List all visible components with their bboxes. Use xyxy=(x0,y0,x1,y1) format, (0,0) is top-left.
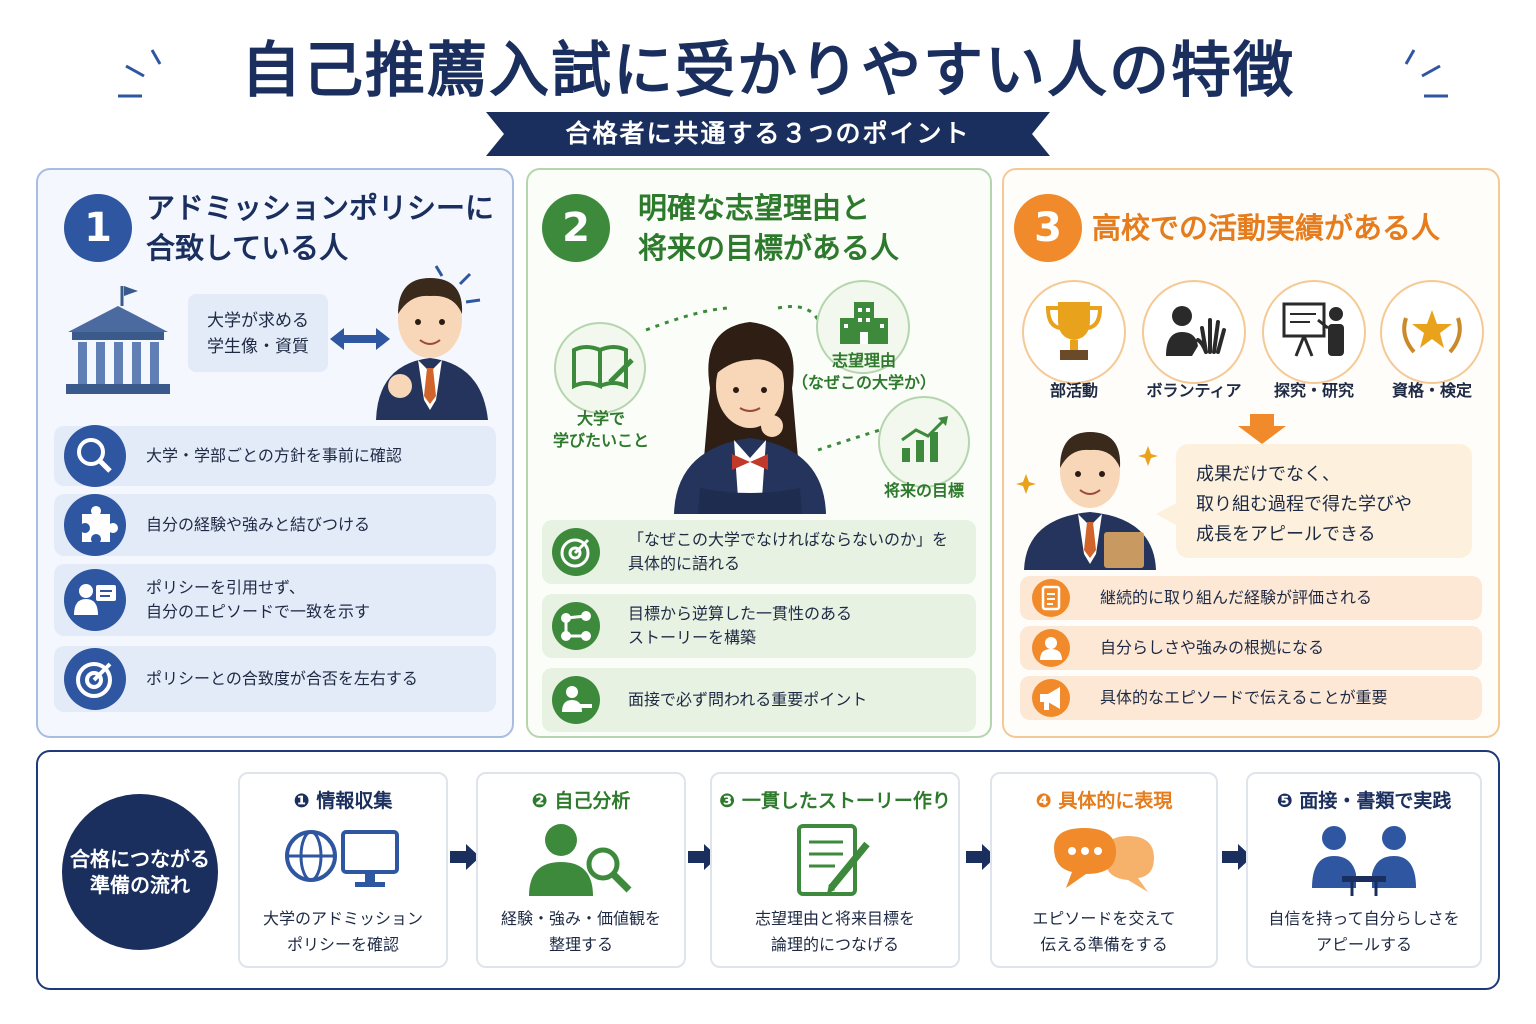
point-heading: アドミッションポリシーに 合致している人 xyxy=(146,191,495,265)
speech-bubbles-icon xyxy=(1054,828,1154,892)
policy-item: 大学・学部ごとの方針を事前に確認 xyxy=(54,425,496,487)
flow-step-express: ❹ 具体的に表現 エピソードを交えて 伝える準備をする xyxy=(990,772,1218,968)
sparkle-left-icon xyxy=(118,49,162,98)
growth-chart-icon xyxy=(901,416,948,462)
activity-label: 部活動 xyxy=(1049,381,1098,400)
policy-item: ポリシーとの合致度が合否を左右する xyxy=(54,646,496,712)
requirement-label: 大学が求める 学生像・資質 xyxy=(207,311,309,357)
person-magnifier-icon xyxy=(529,824,632,896)
point-1-panel: 1 アドミッションポリシーに 合致している人 大学が求める 学生像・資質 xyxy=(36,168,514,738)
point-number: 2 xyxy=(542,194,610,262)
motivation-item: 目標から逆算した一貫性のある ストーリーを構築 xyxy=(542,594,976,658)
requirement-bubble xyxy=(188,294,328,372)
activity-item: 自分らしさや強みの根拠になる xyxy=(1020,626,1482,670)
presentation-icon xyxy=(1282,302,1344,357)
activity-label: 資格・検定 xyxy=(1391,381,1472,400)
flow-step-practice: ❺ 面接・書類で実践 自信を持って自分らしさを アピールする xyxy=(1246,772,1482,968)
future-goal-label: 将来の目標 xyxy=(883,481,964,500)
process-bubble xyxy=(1176,444,1472,558)
book-icon xyxy=(572,345,634,390)
motivation-item: 面接で必ず問われる重要ポイント xyxy=(542,668,976,732)
flow-arrow-icon xyxy=(450,844,480,870)
person-icon xyxy=(1032,629,1070,667)
interview-people-icon xyxy=(1312,826,1416,896)
down-arrow-icon xyxy=(1238,414,1286,444)
male-student-notebook-illustration xyxy=(1016,432,1158,570)
point-2-panel: 2 明確な志望理由と 将来の目標がある人 大学で 学びたいこと 志望理由 （なぜ… xyxy=(526,168,992,738)
university-building-icon xyxy=(66,286,170,394)
megaphone-icon xyxy=(1032,679,1070,717)
preparation-flow: 合格につながる 準備の流れ ❶ 情報収集 大学のアドミッション ポリシーを確認 … xyxy=(36,750,1500,990)
research-circle xyxy=(1262,280,1366,384)
policy-item: ポリシーを引用せず、 自分のエピソードで一致を示す xyxy=(54,564,496,636)
point-number: 1 xyxy=(64,194,132,262)
point-number: 3 xyxy=(1014,194,1082,262)
notebook-pen-icon xyxy=(797,824,870,896)
volunteer-circle xyxy=(1142,280,1246,384)
point-heading: 明確な志望理由と 将来の目標がある人 xyxy=(638,191,900,265)
page-title: 自己推薦入試に受かりやすい人の特徴 xyxy=(241,36,1295,106)
female-student-illustration xyxy=(674,322,826,514)
interview-icon xyxy=(552,676,600,724)
activity-item: 継続的に取り組んだ経験が評価される xyxy=(1020,576,1482,620)
sparkle-right-icon xyxy=(1404,49,1448,98)
flow-step-info: ❶ 情報収集 大学のアドミッション ポリシーを確認 xyxy=(238,772,448,968)
flow-label: 合格につながる 準備の流れ xyxy=(62,794,218,950)
target-icon xyxy=(552,528,600,576)
globe-monitor-icon xyxy=(285,830,399,887)
male-student-illustration xyxy=(376,265,488,420)
point-heading: 高校での活動実績がある人 xyxy=(1092,211,1441,245)
school-icon xyxy=(840,302,888,344)
motivation-item: 「なぜこの大学でなければならないのか」を 具体的に語れる xyxy=(542,520,976,584)
presenter-icon xyxy=(64,569,126,631)
document-icon xyxy=(1032,579,1070,617)
volunteer-icon xyxy=(1166,306,1226,356)
search-icon xyxy=(64,425,126,487)
process-message: 成果だけでなく、 取り組む過程で得た学びや 成長をアピールできる xyxy=(1196,464,1412,545)
bubble-tail xyxy=(1156,502,1178,526)
flow-arrow-icon xyxy=(1222,844,1252,870)
double-arrow-icon xyxy=(330,328,390,350)
puzzle-icon xyxy=(64,494,126,556)
flow-step-story: ❸ 一貫したストーリー作り 志望理由と将来目標を 論理的につなげる xyxy=(710,772,960,968)
activity-item: 具体的なエピソードで伝えることが重要 xyxy=(1020,676,1482,720)
subtitle: 合格者に共通する３つのポイント xyxy=(565,119,971,148)
flow-step-self-analysis: ❷ 自己分析 経験・強み・価値観を 整理する xyxy=(476,772,686,968)
flow-arrow-icon xyxy=(966,844,996,870)
policy-item: 自分の経験や強みと結びつける xyxy=(54,494,496,556)
motivation-label: 志望理由 （なぜこの大学か） xyxy=(791,351,936,392)
network-icon xyxy=(552,602,600,650)
laurel-star-icon xyxy=(1402,310,1462,354)
target-icon xyxy=(64,648,126,710)
point-3-panel: 3 高校での活動実績がある人 部活動 ボランティア 探究・研究 資格・検定 xyxy=(1002,168,1500,738)
subtitle-ribbon xyxy=(486,112,1050,156)
trophy-icon xyxy=(1045,302,1103,360)
activity-label: ボランティア xyxy=(1146,381,1242,400)
learn-label: 大学で 学びたいこと xyxy=(552,409,649,450)
activity-label: 探究・研究 xyxy=(1273,381,1354,400)
